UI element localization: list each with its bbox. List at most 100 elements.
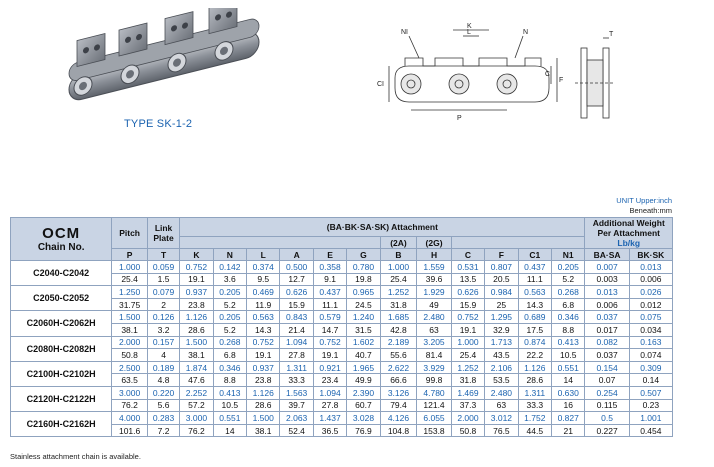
blank-sub-2 [450, 236, 586, 249]
mm-value-cell: 17.5 [517, 322, 553, 337]
dim-label-n: N [523, 29, 528, 36]
inch-value-cell: 0.075 [628, 310, 674, 324]
mm-value-cell: 3.6 [212, 272, 248, 287]
mm-value-cell: 76.9 [346, 423, 381, 438]
type-label: TYPE SK-1-2 [124, 118, 193, 130]
inch-value-cell: 0.013 [628, 260, 674, 274]
inch-value-cell: 1.126 [246, 385, 281, 400]
mm-value-cell: 9.1 [312, 272, 348, 287]
mm-value-cell: 2 [146, 297, 181, 312]
chain-number-cell: C2100H-C2102H [9, 360, 113, 387]
inch-value-cell: 1.559 [416, 260, 452, 274]
mm-value-cell: 63.5 [111, 373, 148, 387]
inch-value-cell: 1.752 [517, 411, 553, 425]
unit-note: UNIT Upper:inch Beneath:mm [616, 196, 672, 216]
inch-value-cell: 0.626 [450, 285, 486, 299]
inch-value-cell: 0.579 [312, 310, 348, 324]
mm-value-cell: 14.3 [517, 297, 553, 312]
mm-value-cell: 25 [484, 297, 519, 312]
mm-value-cell: 9.5 [246, 272, 281, 287]
inch-value-cell: 1.000 [379, 260, 418, 274]
mm-value-cell: 24.5 [346, 297, 381, 312]
col-ba-sa: BA·SA [584, 248, 630, 261]
mm-value-cell: 0.012 [628, 297, 674, 312]
mm-value-cell: 6.8 [212, 348, 248, 362]
mm-value-cell: 0.003 [584, 272, 630, 287]
mm-value-cell: 53.5 [484, 373, 519, 387]
chain-number-cell: C2080H-C2082H [9, 335, 113, 362]
inch-value-cell: 0.205 [550, 260, 586, 274]
inch-value-cell: 0.157 [146, 335, 181, 350]
mm-value-cell: 14.7 [312, 322, 348, 337]
mm-value-cell: 25.4 [450, 348, 486, 362]
inch-value-cell: 3.000 [111, 385, 148, 400]
inch-value-cell: 0.358 [312, 260, 348, 274]
col-c: C [450, 248, 486, 261]
mm-value-cell: 5.2 [212, 322, 248, 337]
mm-value-cell: 31.75 [111, 297, 148, 312]
mm-value-cell: 52.4 [279, 423, 314, 438]
mm-value-cell: 42.8 [379, 322, 418, 337]
col-g: G [346, 248, 381, 261]
inch-value-cell: 0.843 [279, 310, 314, 324]
inch-value-cell: 0.630 [550, 385, 586, 400]
inch-value-cell: 1.929 [416, 285, 452, 299]
mm-value-cell: 0.037 [584, 348, 630, 362]
mm-value-cell: 104.8 [379, 423, 418, 438]
inch-value-cell: 3.028 [346, 411, 381, 425]
mm-value-cell: 21 [550, 423, 586, 438]
inch-value-cell: 4.780 [416, 385, 452, 400]
col-k: K [179, 248, 214, 261]
mm-value-cell: 0.227 [584, 423, 630, 438]
additional-weight-label: Additional Weight Per Attachment [592, 218, 665, 238]
inch-value-cell: 2.189 [379, 335, 418, 350]
mm-value-cell: 81.4 [416, 348, 452, 362]
inch-value-cell: 1.311 [279, 360, 314, 375]
inch-value-cell: 1.295 [484, 310, 519, 324]
col-e: E [312, 248, 348, 261]
inch-value-cell: 2.000 [450, 411, 486, 425]
inch-value-cell: 2.000 [111, 335, 148, 350]
brand-header: OCM Chain No. [9, 217, 113, 261]
col-a: A [279, 248, 314, 261]
mm-value-cell: 19.1 [312, 348, 348, 362]
inch-value-cell: 0.437 [517, 260, 553, 274]
inch-value-cell: 0.563 [246, 310, 281, 324]
inch-value-cell: 0.551 [550, 360, 586, 375]
mm-value-cell: 19.1 [179, 272, 214, 287]
dim-label-k: K [467, 23, 472, 30]
dim-label-ni: NI [401, 29, 408, 36]
inch-value-cell: 0.126 [146, 310, 181, 324]
col-p: P [111, 248, 148, 261]
mm-value-cell: 14.3 [246, 322, 281, 337]
inch-value-cell: 1.001 [628, 411, 674, 425]
mm-value-cell: 0.07 [584, 373, 630, 387]
mm-value-cell: 1.5 [146, 272, 181, 287]
inch-value-cell: 3.929 [416, 360, 452, 375]
inch-value-cell: 2.063 [279, 411, 314, 425]
unit-note-upper: UNIT Upper:inch [616, 196, 672, 205]
mm-value-cell: 63 [484, 398, 519, 413]
inch-value-cell: 0.082 [584, 335, 630, 350]
ocm-logo: OCM [42, 225, 81, 242]
blank-sub-1 [179, 236, 381, 249]
mm-value-cell: 49 [416, 297, 452, 312]
dim-label-t: T [609, 31, 614, 38]
mm-value-cell: 28.6 [517, 373, 553, 387]
inch-value-cell: 2.500 [111, 360, 148, 375]
inch-value-cell: 0.268 [212, 335, 248, 350]
col-l: L [246, 248, 281, 261]
inch-value-cell: 0.007 [584, 260, 630, 274]
mm-value-cell: 23.8 [179, 297, 214, 312]
mm-value-cell: 38.1 [246, 423, 281, 438]
inch-value-cell: 1.563 [279, 385, 314, 400]
mm-value-cell: 153.8 [416, 423, 452, 438]
inch-value-cell: 1.713 [484, 335, 519, 350]
inch-value-cell: 0.205 [212, 310, 248, 324]
mm-value-cell: 38.1 [111, 322, 148, 337]
inch-value-cell: 0.827 [550, 411, 586, 425]
